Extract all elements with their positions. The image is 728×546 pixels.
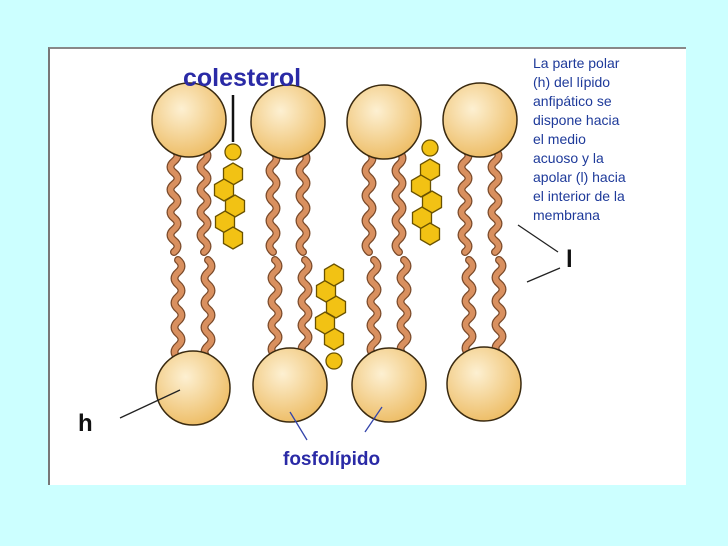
fatty-acid-tail	[462, 257, 476, 357]
fatty-acid-tail	[392, 149, 406, 255]
fatty-acid-tail	[362, 149, 376, 255]
fatty-acid-tail	[492, 257, 506, 357]
phospholipid-head	[151, 82, 227, 158]
polar-heads	[151, 82, 522, 426]
phospholipid-head	[250, 84, 326, 160]
description-text: La parte polar (h) del lípido anfipático…	[533, 54, 683, 225]
description-line: membrana	[533, 207, 600, 223]
description-line: acuoso y la	[533, 150, 604, 166]
fatty-acid-tail	[296, 149, 310, 255]
sterol-ring	[222, 226, 244, 250]
lipid-tails	[166, 146, 507, 362]
cholesterol-hydroxyl-head	[325, 352, 343, 370]
sterol-ring	[213, 178, 235, 202]
phospholipid-head	[346, 84, 422, 160]
apolar-tail-label: l	[566, 246, 573, 273]
cholesterol-hydroxyl-head	[224, 143, 242, 161]
fatty-acid-tail	[367, 257, 381, 358]
fatty-acid-tail	[458, 147, 472, 255]
description-line: anfipático se	[533, 93, 612, 109]
fatty-acid-tail	[397, 257, 411, 358]
fatty-acid-tail	[488, 147, 502, 255]
description-line: apolar (l) hacia	[533, 169, 626, 185]
polar-head-label: h	[78, 410, 93, 437]
sterol-ring	[410, 174, 432, 198]
fatty-acid-tail	[266, 149, 280, 255]
description-line: La parte polar	[533, 55, 620, 71]
fatty-acid-tail	[268, 257, 282, 358]
phospholipid-head	[155, 350, 231, 426]
phospholipid-head	[446, 346, 522, 422]
cholesterol-hydroxyl-head	[421, 139, 439, 157]
phospholipid-head	[351, 347, 427, 423]
fatty-acid-tail	[201, 257, 215, 361]
phospholipid-head	[252, 347, 328, 423]
phospholipid-label: fosfolípido	[283, 449, 381, 470]
description-line: (h) del lípido	[533, 74, 611, 90]
sterol-ring	[419, 222, 441, 246]
fatty-acid-tail	[197, 147, 211, 255]
description-line: el interior de la	[533, 188, 625, 204]
cholesterol-molecules	[213, 139, 443, 370]
description-line: el medio	[533, 131, 586, 147]
sterol-ring	[323, 263, 345, 287]
pointer-lines	[119, 95, 561, 441]
fatty-acid-tail	[171, 257, 185, 361]
fatty-acid-tail	[167, 147, 181, 255]
phospholipid-head	[442, 82, 518, 158]
description-line: dispone hacia	[533, 112, 620, 128]
fatty-acid-tail	[298, 257, 312, 358]
cholesterol-label: colesterol	[183, 64, 302, 92]
